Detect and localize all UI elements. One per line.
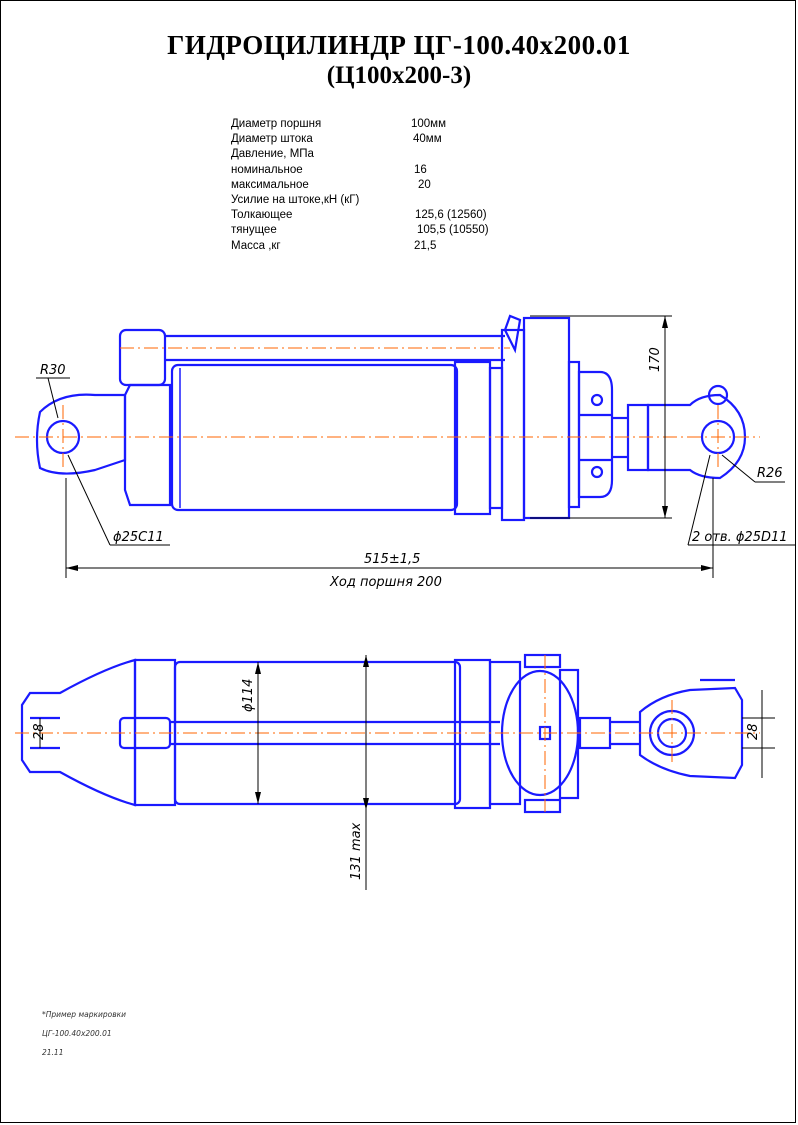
front-head [522, 316, 571, 520]
spec-label: Давление, МПа [231, 148, 314, 161]
dim-length: 515±1,5 [364, 552, 420, 567]
spec-value: 21,5 [414, 239, 437, 252]
dim-170: 170 [648, 347, 663, 372]
dim-stroke: Ход поршня 200 [329, 575, 442, 590]
spec-value: 125,6 (12560) [415, 209, 487, 222]
dim-28-left: 28 [32, 723, 47, 740]
front-ring [488, 366, 504, 510]
dim-holes: 2 отв. ϕ25D11 [692, 530, 788, 545]
front-flange [453, 360, 492, 516]
left-eye-outline [35, 393, 127, 475]
spec-label: Усилие на штоке,кН (кГ) [231, 193, 360, 206]
marking-code-note: ЦГ-100.40х200.01 [42, 1029, 112, 1038]
spec-label: Диаметр штока [231, 133, 313, 146]
front-plate [500, 328, 526, 522]
spec-value: 20 [418, 178, 431, 191]
rod-end-plan [638, 686, 744, 780]
dim-phi114: ϕ114 [241, 679, 256, 712]
marking-example-note: *Пример маркировки [42, 1010, 127, 1019]
spec-label: номинальное [231, 163, 303, 176]
spec-value: 16 [414, 163, 427, 176]
spec-label: Масса ,кг [231, 239, 281, 252]
gland [577, 370, 614, 499]
dim-r30: R30 [40, 363, 66, 378]
spec-label: максимальное [231, 178, 309, 191]
spec-value: 105,5 (10550) [417, 224, 489, 237]
spec-label: Толкающее [231, 209, 293, 222]
drawing-subtitle: (Ц100х200-3) [326, 62, 472, 89]
rear-block [118, 328, 167, 387]
dim-r26: R26 [757, 466, 783, 481]
rear-cap [123, 383, 172, 507]
spec-label: тянущее [231, 224, 277, 237]
marking-date-note: 21.11 [42, 1048, 64, 1057]
spec-value: 100мм [411, 118, 446, 130]
grease-fitting [707, 384, 729, 406]
spec-value: 40мм [413, 133, 442, 146]
spec-label: Диаметр поршня [231, 118, 322, 130]
dim-131max: 131 max [349, 822, 364, 880]
dim-phi25c11: ϕ25C11 [113, 530, 164, 545]
dim-28-right: 28 [746, 723, 761, 740]
top-view [35, 314, 747, 522]
drawing-title: ГИДРОЦИЛИНДР ЦГ-100.40х200.01 [167, 30, 631, 60]
